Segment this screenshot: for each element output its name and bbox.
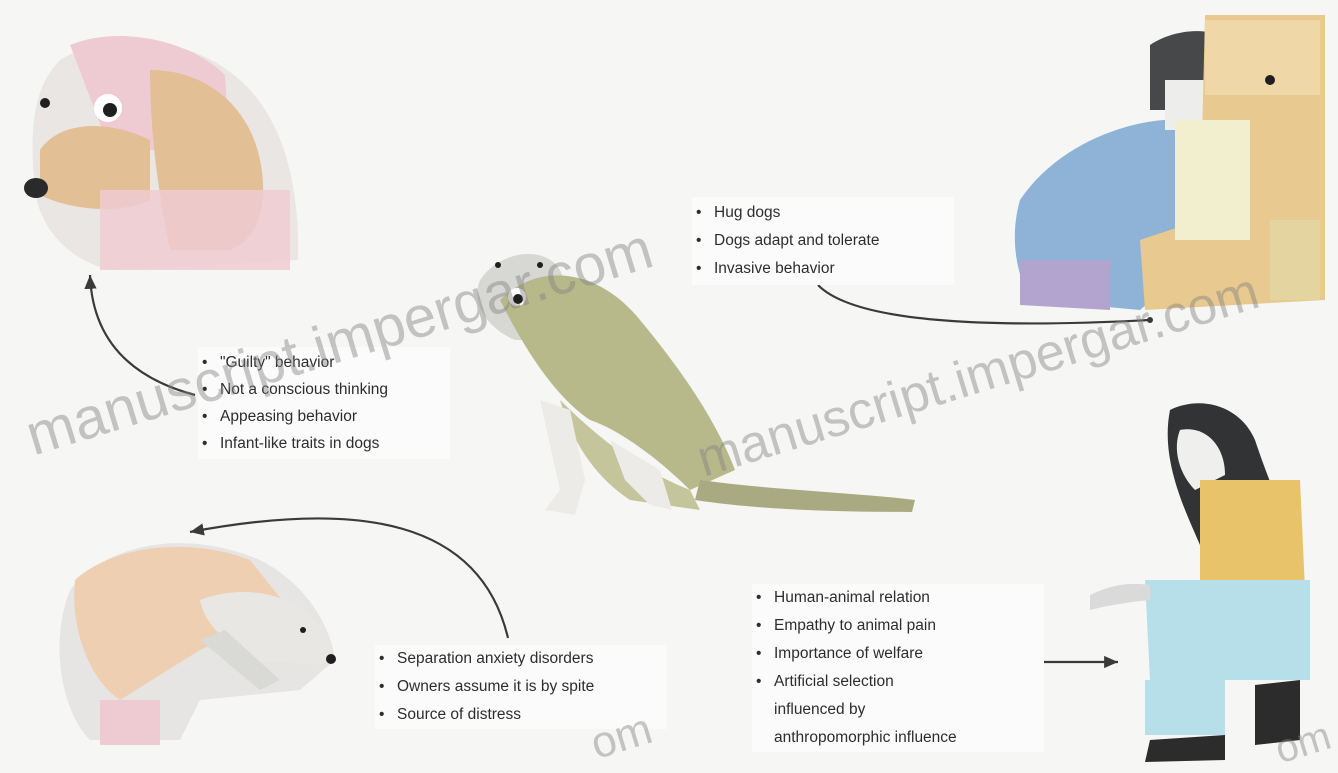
hugging-item: Invasive behavior — [692, 255, 954, 283]
instinct-item: "Guilty" behavior — [198, 349, 450, 376]
human-animal-bullet-list: Human-animal relation Empathy to animal … — [752, 584, 1044, 752]
ashamed-dog-illustration — [24, 36, 298, 270]
seated-dog-illustration — [477, 254, 915, 515]
human-animal-continuation: influenced by — [752, 696, 1044, 724]
distressed-dog-illustration — [60, 543, 336, 745]
hugging-person-and-dog-illustration — [1015, 15, 1325, 310]
human-animal-item: Empathy to animal pain — [752, 612, 1044, 640]
instinct-item: Infant-like traits in dogs — [198, 430, 450, 457]
connector-instinct-arrow — [90, 275, 195, 395]
human-animal-item: Importance of welfare — [752, 640, 1044, 668]
instinct-bullet-list: "Guilty" behavior Not a conscious thinki… — [198, 347, 450, 459]
separation-item: Source of distress — [375, 701, 667, 729]
separation-item: Owners assume it is by spite — [375, 673, 667, 701]
connector-hugging-endpoint — [1147, 317, 1153, 323]
human-animal-item: Artificial selection — [752, 668, 1044, 696]
human-animal-continuation: anthropomorphic influence — [752, 724, 1044, 752]
crouching-woman-illustration — [1090, 403, 1310, 762]
instinct-item: Not a conscious thinking — [198, 376, 450, 403]
hugging-item: Dogs adapt and tolerate — [692, 227, 954, 255]
separation-item: Separation anxiety disorders — [375, 645, 667, 673]
human-animal-item: Human-animal relation — [752, 584, 1044, 612]
hugging-item: Hug dogs — [692, 199, 954, 227]
hugging-bullet-list: Hug dogs Dogs adapt and tolerate Invasiv… — [692, 197, 954, 285]
instinct-item: Appeasing behavior — [198, 403, 450, 430]
separation-bullet-list: Separation anxiety disorders Owners assu… — [375, 645, 667, 729]
